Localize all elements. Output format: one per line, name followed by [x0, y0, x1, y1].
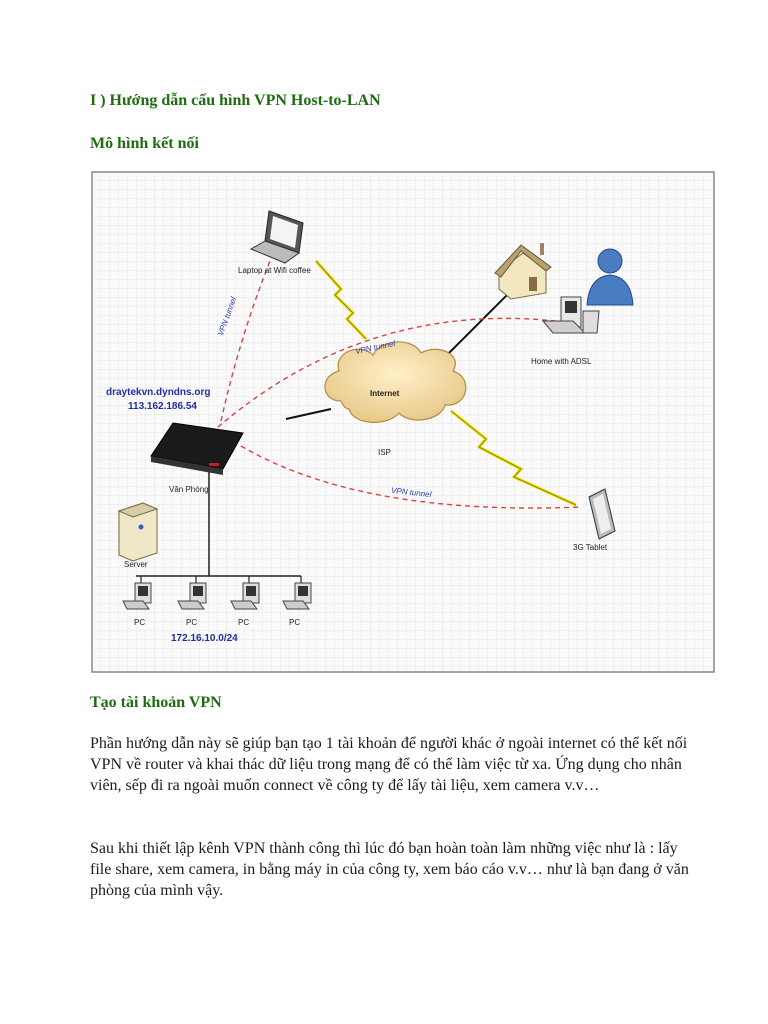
ddns-host-label: draytekvn.dyndns.org: [106, 387, 210, 398]
pc-label: PC: [186, 618, 197, 627]
server-icon: [119, 503, 157, 561]
laptop-label: Laptop at Wifi coffee: [238, 266, 311, 275]
diagram-canvas: [91, 171, 715, 673]
router-label: Văn Phòng: [169, 485, 209, 494]
subheading-connection-model: Mô hình kết nối: [90, 135, 199, 153]
pc-label: PC: [289, 618, 300, 627]
internet-label: Internet: [370, 389, 399, 398]
paragraph-intro: Phần hướng dẫn này sẽ giúp bạn tạo 1 tài…: [90, 733, 700, 796]
subheading-create-account: Tạo tài khoản VPN: [90, 694, 222, 712]
paragraph-after-setup: Sau khi thiết lập kênh VPN thành công th…: [90, 838, 700, 901]
pc-label: PC: [238, 618, 249, 627]
network-diagram: Laptop at Wifi coffee Home with ADSL Int…: [91, 171, 715, 673]
lan-subnet-label: 172.16.10.0/24: [171, 633, 238, 644]
server-label: Server: [124, 560, 148, 569]
isp-label: ISP: [378, 448, 391, 457]
tablet-label: 3G Tablet: [573, 543, 607, 552]
home-label: Home with ADSL: [531, 357, 591, 366]
pc-label: PC: [134, 618, 145, 627]
wan-ip-label: 113.162.186.54: [128, 401, 197, 412]
diagram-grid: [94, 174, 712, 670]
section-heading: I ) Hướng dẫn cấu hình VPN Host-to-LAN: [90, 92, 381, 110]
